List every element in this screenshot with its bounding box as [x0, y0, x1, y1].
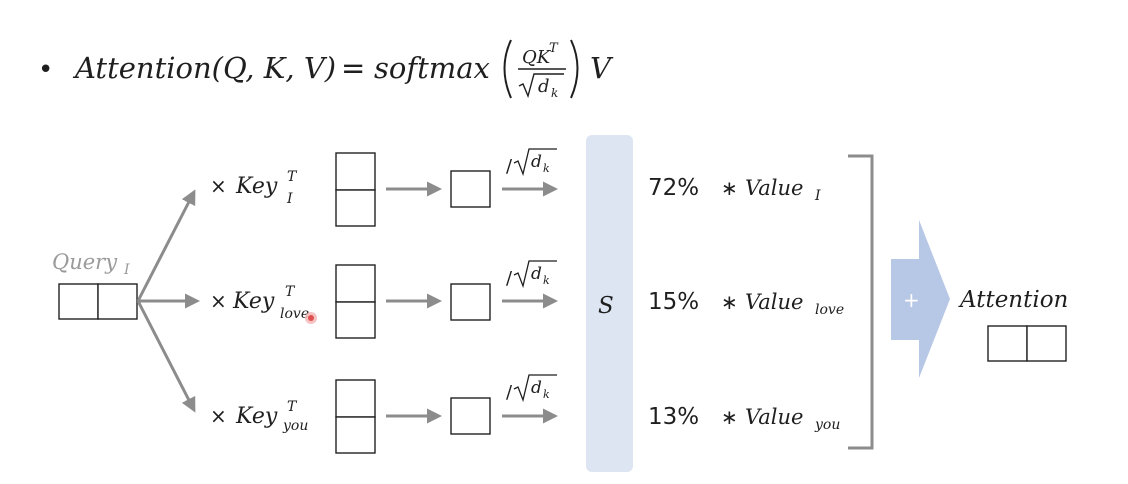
divide-sign: / [506, 268, 513, 289]
key-sup: T [287, 399, 298, 415]
branch-arrow [136, 300, 196, 413]
key-cell [335, 416, 376, 454]
value-sub: I [814, 188, 821, 204]
sqrt-sign [513, 148, 557, 177]
mult-sign: ∗ [721, 176, 738, 200]
plus-sign: + [903, 288, 920, 312]
key-sup: T [285, 284, 296, 300]
sum-bracket [848, 154, 874, 450]
value-sub: love [815, 302, 844, 318]
sqrt-sign [513, 374, 557, 403]
plus-arrow [891, 220, 950, 378]
weighted-value-I: 72% ∗ Value I [648, 175, 821, 204]
value-label: Value [745, 405, 803, 429]
weighted-value-love: 15% ∗ Value love [648, 289, 844, 318]
value-sub: you [814, 417, 840, 433]
key-sub: you [282, 418, 308, 434]
times-sign: × [210, 174, 227, 198]
key-cell [335, 301, 376, 339]
branch-arrow [136, 189, 196, 302]
value-label: Value [745, 176, 803, 200]
times-sign: × [210, 289, 227, 313]
formula-softmax: softmax [374, 51, 490, 85]
right-paren [570, 39, 579, 99]
query-vector: Query I [52, 250, 138, 320]
weight-percent: 13% [648, 404, 699, 430]
formula-lhs: Attention(Q, K, V) [72, 51, 336, 85]
query-cell [97, 283, 138, 320]
sqrt-d: d [531, 152, 542, 172]
laser-pointer-center [308, 315, 314, 321]
query-label: Query [52, 250, 118, 274]
query-label-sub: I [123, 262, 130, 278]
key-cell [335, 152, 376, 191]
key-sub: love [280, 306, 309, 322]
divide-sign: / [506, 156, 513, 177]
output-cell [1026, 325, 1067, 362]
output-cell [987, 325, 1028, 362]
key-sub: I [286, 191, 293, 207]
score-cell [450, 397, 491, 435]
mult-sign: ∗ [721, 290, 738, 314]
divide-sign: / [506, 382, 513, 403]
sqrt-k: k [543, 162, 550, 175]
key-label: Key [235, 174, 278, 199]
formula-suffix: V [590, 51, 614, 85]
weighted-value-you: 13% ∗ Value you [648, 404, 840, 433]
fraction-denominator-sub: k [551, 86, 558, 100]
row-I: × Key T I / d k [210, 148, 558, 227]
sqrt-sign [513, 260, 557, 289]
sqrt-k: k [543, 388, 550, 401]
attention-formula: • Attention(Q, K, V) = softmax QK T d k … [38, 39, 614, 100]
attention-output: Attention [958, 287, 1068, 362]
row-you: × Key T you / d k [210, 374, 558, 454]
weight-percent: 15% [648, 289, 699, 315]
fraction-numerator-sup: T [549, 41, 559, 56]
key-sup: T [287, 169, 298, 185]
fraction-numerator: QK [522, 47, 552, 68]
sqrt-d: d [531, 378, 542, 398]
output-label: Attention [958, 287, 1068, 313]
weight-percent: 72% [648, 175, 699, 201]
key-cell [335, 379, 376, 418]
query-cell [58, 283, 99, 320]
score-cell [450, 170, 491, 208]
bullet: • [38, 55, 53, 85]
left-paren [503, 39, 512, 99]
score-cell [450, 283, 491, 321]
key-label: Key [235, 404, 278, 429]
formula-equals: = [341, 51, 365, 85]
fraction-denominator: d [538, 76, 550, 97]
sqrt-d: d [531, 264, 542, 284]
key-label: Key [232, 289, 275, 314]
key-cell [335, 264, 376, 303]
softmax-block [586, 135, 633, 472]
row-love: × Key T love / d k [210, 260, 558, 339]
mult-sign: ∗ [721, 405, 738, 429]
key-cell [335, 189, 376, 227]
sqrt-sign [518, 73, 564, 99]
sqrt-k: k [543, 274, 550, 287]
value-label: Value [745, 290, 803, 314]
softmax-label: S [598, 293, 614, 319]
times-sign: × [210, 404, 227, 428]
